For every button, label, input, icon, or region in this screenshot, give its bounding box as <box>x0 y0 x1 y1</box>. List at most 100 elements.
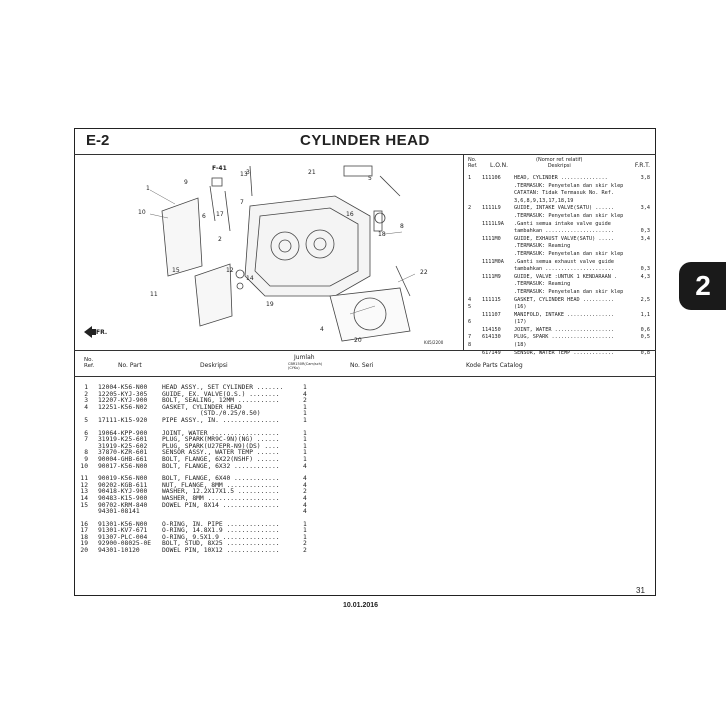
ref-table-row: 8 (18) <box>466 342 652 350</box>
ref-cell-frt: 3,4 <box>640 235 650 242</box>
parts-cell-no: 15 <box>80 501 88 509</box>
ref-col-desc: (Nomor ref. relatif) Deskripsi <box>536 157 583 169</box>
parts-cell-no: 19 <box>80 540 88 548</box>
diagram-label: 13 <box>240 171 248 178</box>
ref-cell-no: 2 <box>468 205 472 212</box>
ref-table-row: tambahkan ......................0,3 <box>466 228 652 236</box>
diagram-label: 14 <box>246 275 254 282</box>
ref-cell-desc: CATATAN: Tidak Termasuk No. Ref. <box>514 190 614 197</box>
parts-col-catalog: Kode Parts Catalog <box>466 362 523 369</box>
parts-cell-qty: 4 <box>303 390 307 398</box>
parts-cell-no: 1 <box>84 384 88 391</box>
ref-cell-lon: 111106 <box>482 175 501 181</box>
diagram-label: 2 <box>218 236 222 243</box>
parts-cell-part: 12205-KYJ-305 <box>98 390 148 398</box>
parts-cell-no: 20 <box>80 547 88 555</box>
parts-cell-desc: PIPE ASSY., IN. ............... <box>162 416 280 424</box>
parts-cell-no: 10 <box>80 462 88 470</box>
parts-cell-qty: 4 <box>303 508 307 516</box>
parts-cell-part: 31919-K25-602 <box>98 442 148 450</box>
parts-cell-no: 17 <box>80 527 88 535</box>
ref-cell-frt: 2,5 <box>640 296 650 303</box>
ref-cell-desc: MANIFOLD, INTAKE ............... <box>514 311 614 318</box>
parts-cell-no: 14 <box>80 494 88 502</box>
parts-cell-desc: BOLT, SEALING, 12MM ........... <box>162 397 280 405</box>
parts-cell-no: 16 <box>80 520 88 528</box>
parts-cell-qty: 1 <box>303 527 307 535</box>
parts-cell-part: 90019-K56-N00 <box>98 475 148 483</box>
ref-cell-desc: (16) <box>514 304 527 311</box>
parts-header-divider <box>74 376 656 377</box>
parts-cell-desc: DOWEL PIN, 10X12 .............. <box>162 547 280 555</box>
parts-col-no: No. Ref. <box>84 357 95 369</box>
parts-cell-qty: 2 <box>303 540 307 548</box>
parts-cell-desc: SENSOR ASSY., WATER TEMP ...... <box>162 449 280 457</box>
parts-cell-qty: 4 <box>303 501 307 509</box>
ref-cell-lon: 1111M9 <box>482 273 501 280</box>
parts-cell-qty: 4 <box>303 475 307 483</box>
ref-cell-lon: 111107 <box>482 311 501 318</box>
ref-cell-no: 5 <box>468 304 472 311</box>
ref-cell-lon: 1111M0A <box>482 258 504 265</box>
ref-cell-no: 8 <box>468 342 472 349</box>
ref-cell-desc: .TERMASUK: Penyetelan dan skir klep <box>514 288 624 295</box>
ref-cell-lon: 614130 <box>482 334 501 341</box>
ref-cell-frt: 3,8 <box>640 175 650 181</box>
parts-cell-part: 12207-KYJ-900 <box>98 397 148 405</box>
parts-cell-part: 17111-K15-920 <box>98 416 148 424</box>
parts-cell-qty: 4 <box>303 481 307 489</box>
diagram-label: 6 <box>202 213 206 220</box>
parts-cell-qty: 1 <box>303 403 307 411</box>
ref-table-row: 3,6,8,9,13,17,18,19 <box>466 198 652 206</box>
ref-cell-desc: .TERMASUK: Reaming <box>514 281 571 288</box>
diagram-label: 19 <box>266 301 274 308</box>
ref-cell-frt: 3,4 <box>640 205 650 212</box>
parts-cell-desc: O-RING, 14.8X1.9 .............. <box>162 527 280 535</box>
diagram-label: 4 <box>320 326 324 333</box>
ref-cell-frt: 4,3 <box>640 273 650 280</box>
parts-cell-desc: NUT, FLANGE, 8MM .............. <box>162 481 280 489</box>
diagram-label: 21 <box>308 169 316 176</box>
diagram-label: 16 <box>346 211 354 218</box>
ref-cell-no: 7 <box>468 334 472 341</box>
parts-cell-no: 8 <box>84 449 88 457</box>
parts-cell-part: 91301-KV7-671 <box>98 527 148 535</box>
ref-cell-desc: (18) <box>514 342 527 349</box>
parts-cell-desc: BOLT, STUD, 8X25 .............. <box>162 540 280 548</box>
parts-cell-desc: WASHER, 8MM ................... <box>162 494 280 502</box>
chapter-tab: 2 <box>679 262 726 310</box>
diagram-code: K45/2200 <box>424 340 444 345</box>
ref-cell-lon: 111115 <box>482 296 501 303</box>
ref-cell-desc: .TERMASUK: Penyetelan dan skir klep <box>514 182 624 189</box>
parts-cell-qty: 1 <box>303 416 307 424</box>
parts-table-header: No. Ref. No. Part Deskripsi Jumlah CBR15… <box>74 353 656 375</box>
ref-table-row: 1111M9 GUIDE, VALVE :UNTUK 1 KENDARAAN . 4… <box>466 274 652 282</box>
ref-table-row: .TERMASUK: Penyetelan dan skir klep <box>466 183 652 191</box>
parts-cell-part: 90202-KGB-611 <box>98 481 148 489</box>
parts-cell-no: 9 <box>84 455 88 463</box>
diagram-label: 3 <box>246 169 250 176</box>
diagram-label: 20 <box>354 337 362 344</box>
ref-cell-frt: 0,3 <box>640 266 650 273</box>
ref-cell-desc: .TERMASUK: Reaming <box>514 243 571 250</box>
ref-cell-lon: 1111M0 <box>482 235 501 242</box>
parts-cell-no: 11 <box>80 475 88 483</box>
parts-cell-part: 31919-K25-601 <box>98 436 148 444</box>
parts-cell-desc: JOINT, WATER .................. <box>162 429 280 437</box>
ref-cell-desc: GUIDE, VALVE :UNTUK 1 KENDARAAN . <box>514 273 618 280</box>
front-arrow-icon <box>84 326 96 338</box>
diagram-label: 7 <box>240 199 244 206</box>
ref-cell-desc: (17) <box>514 319 527 326</box>
parts-cell-desc: BOLT, FLANGE, 6X32 ............ <box>162 462 280 470</box>
ref-cell-frt: 0,3 <box>640 228 650 235</box>
parts-cell-qty: 2 <box>303 397 307 405</box>
parts-col-serial: No. Seri <box>350 362 374 369</box>
ref-cell-desc: .Ganti semua intake valve guide <box>514 220 611 227</box>
print-date: 10.01.2016 <box>343 602 379 609</box>
ref-table-row: .TERMASUK: Reaming <box>466 281 652 289</box>
parts-cell-qty: 1 <box>303 449 307 457</box>
diagram-label: 17 <box>216 211 224 218</box>
